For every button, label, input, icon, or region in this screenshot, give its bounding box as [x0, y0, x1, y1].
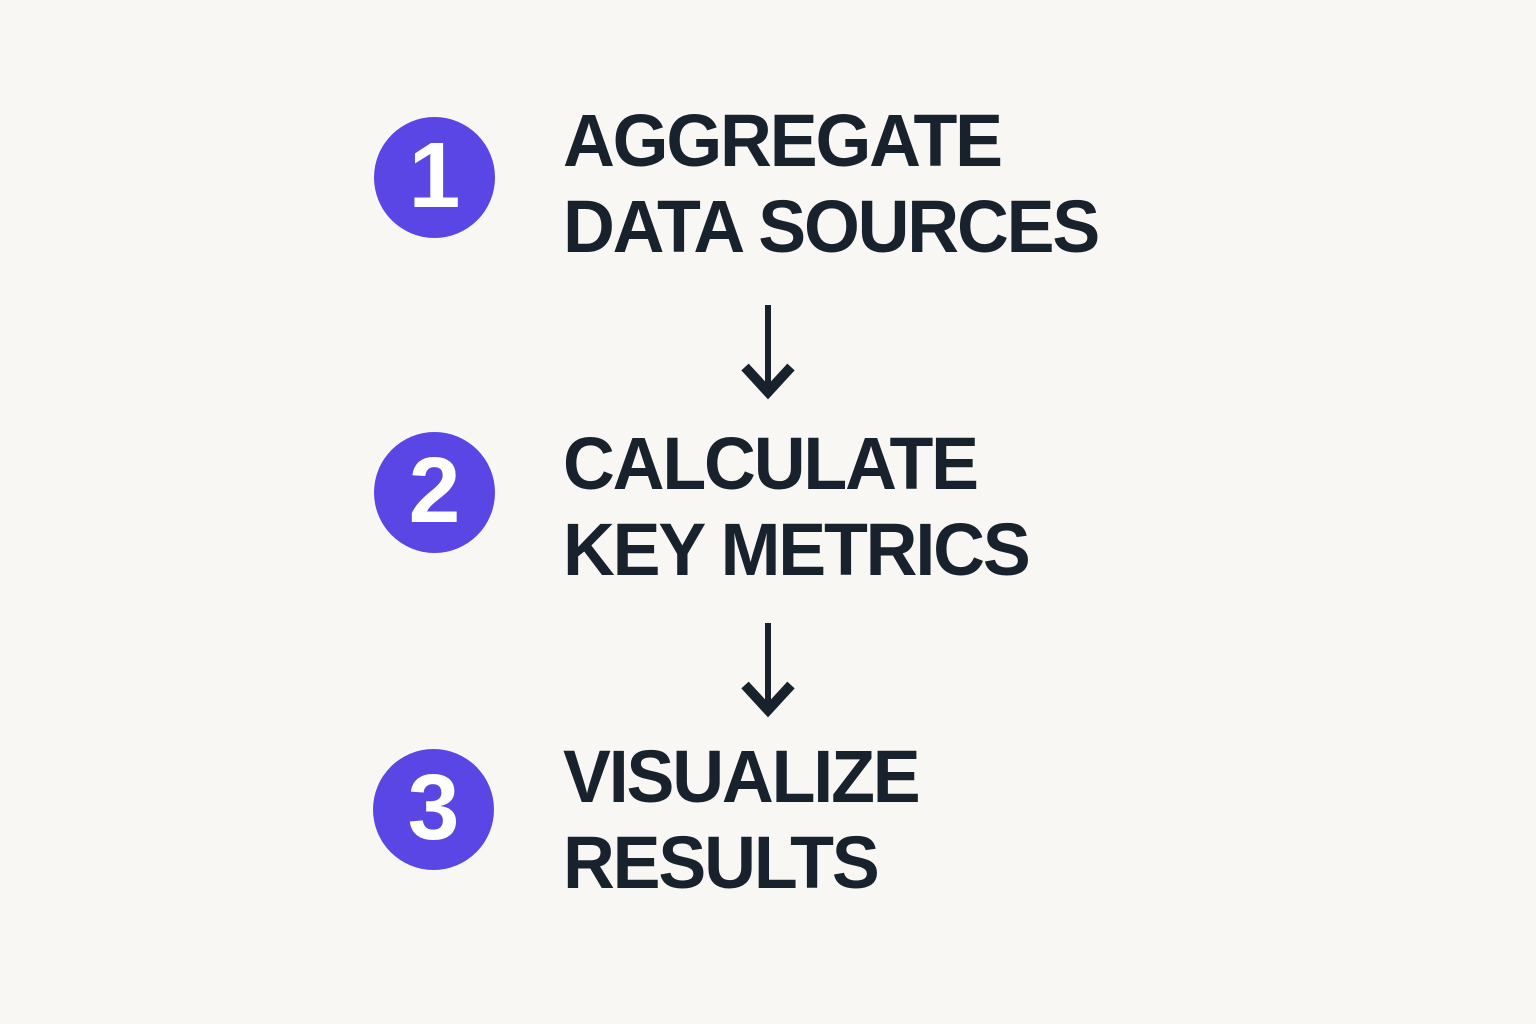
step-3-number: 3	[407, 755, 460, 859]
step-3-label-line2: RESULTS	[563, 821, 880, 904]
step-2-label: CALCULATE KEY METRICS	[563, 421, 1031, 593]
down-arrow-icon	[741, 623, 795, 718]
down-arrow-icon	[741, 305, 795, 400]
step-1-label-line1: AGGREGATE	[563, 99, 1003, 182]
step-1-number: 1	[408, 123, 461, 227]
step-2-badge: 2	[374, 432, 495, 553]
step-2-number: 2	[408, 438, 461, 542]
step-2-label-line1: CALCULATE	[563, 422, 979, 505]
step-1-label-line2: DATA SOURCES	[563, 185, 1100, 268]
step-2-label-line2: KEY METRICS	[563, 508, 1031, 591]
step-3-badge: 3	[373, 749, 494, 870]
step-3-label: VISUALIZE RESULTS	[563, 734, 921, 906]
step-1-label: AGGREGATE DATA SOURCES	[563, 98, 1100, 270]
step-1-badge: 1	[374, 117, 495, 238]
step-3-label-line1: VISUALIZE	[563, 735, 921, 818]
